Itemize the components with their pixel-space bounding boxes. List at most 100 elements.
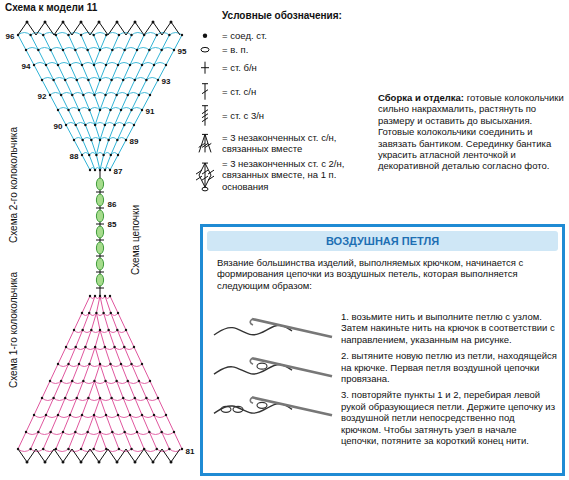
- legend-sample: [205, 134, 211, 152]
- slip-dot: [148, 49, 150, 51]
- slip-dot: [120, 363, 122, 365]
- loop: [221, 406, 231, 412]
- legend-text: = 3 незаконченных ст. с/н, связанных вме…: [222, 132, 372, 155]
- slip-dot: [76, 397, 78, 399]
- slip-dot: [181, 34, 183, 36]
- slip-dot: [94, 169, 96, 171]
- chain-oval: [96, 178, 103, 190]
- chain-arc: [106, 415, 118, 418]
- chain-arc: [94, 33, 107, 36]
- slip-dot: [123, 124, 125, 126]
- slip-dot: [93, 64, 95, 66]
- slip-dot: [67, 34, 69, 36]
- chain-arc: [66, 347, 76, 350]
- legend-sample: [202, 114, 208, 118]
- chain-arc: [88, 398, 100, 401]
- slip-dot: [149, 94, 151, 96]
- slip-dot: [165, 64, 167, 66]
- stitch-line: [83, 313, 90, 330]
- slip-dot: [57, 363, 59, 365]
- row-number: 89: [129, 138, 140, 146]
- chain-arc: [121, 364, 132, 367]
- chain-arc: [77, 398, 89, 401]
- chain-arc: [65, 78, 77, 81]
- slip-dot: [52, 397, 54, 399]
- chain-chart: [96, 170, 104, 296]
- chain-arc: [88, 48, 100, 51]
- note-heading: Сборка и отделка:: [378, 92, 464, 103]
- box-heading: ВОЗДУШНАЯ ПЕТЛЯ: [326, 235, 439, 247]
- stitch-line: [166, 50, 174, 65]
- slip-dot: [173, 431, 175, 433]
- slip-dot: [49, 49, 51, 51]
- slip-dot: [84, 124, 86, 126]
- slip-dot: [109, 295, 111, 297]
- stitch-line: [50, 95, 58, 110]
- chain-arc: [83, 330, 92, 333]
- step-text: 2. вытяните новую петлю из петли, находя…: [341, 350, 557, 384]
- row-number: 87: [113, 168, 124, 176]
- chain-arc: [94, 449, 107, 452]
- slip-dot: [149, 380, 151, 382]
- chain-arc: [46, 63, 58, 66]
- chain-arc: [46, 415, 58, 418]
- slip-dot: [125, 139, 127, 141]
- slip-dot: [102, 312, 104, 314]
- slip-dot: [90, 139, 92, 141]
- slip-dot: [160, 49, 162, 51]
- chain-arc: [117, 330, 126, 333]
- chain-arc: [94, 381, 105, 384]
- slip-dot: [110, 154, 112, 156]
- row-number: 81: [185, 448, 196, 456]
- chain-arc: [61, 381, 72, 384]
- chain-arc: [51, 48, 63, 51]
- slip-dot: [115, 380, 117, 382]
- slip-dot: [69, 64, 71, 66]
- slip-dot: [165, 414, 167, 416]
- slip-dot: [168, 34, 170, 36]
- chain-arc: [100, 48, 112, 51]
- slip-dot: [88, 312, 90, 314]
- slip-dot: [113, 124, 115, 126]
- slip-dot: [111, 431, 113, 433]
- chain-arc: [94, 63, 106, 66]
- slip-dot: [104, 380, 106, 382]
- chain-arc: [135, 398, 147, 401]
- slip-dot: [94, 124, 96, 126]
- chain-arc: [79, 108, 90, 111]
- info-box: ВОЗДУШНАЯ ПЕТЛЯВязание большинства издел…: [200, 224, 565, 476]
- slip-dot: [113, 346, 115, 348]
- slip-dot: [110, 397, 112, 399]
- slip-dot: [127, 94, 129, 96]
- slip-dot: [82, 380, 84, 382]
- slip-dot: [130, 34, 132, 36]
- chain-arc: [42, 78, 54, 81]
- bell-one-chart: [17, 295, 183, 464]
- slip-dot: [109, 363, 111, 365]
- slip-dot: [93, 414, 95, 416]
- legend-samples: [196, 33, 214, 190]
- slip-dot: [49, 380, 51, 382]
- slip-dot: [104, 295, 106, 297]
- chain-arc: [50, 381, 61, 384]
- slip-dot: [95, 312, 97, 314]
- stitch-line: [66, 330, 74, 347]
- slip-dot: [81, 329, 83, 331]
- slip-dot: [168, 448, 170, 450]
- slip-dot: [110, 312, 112, 314]
- loop: [257, 402, 267, 408]
- stitch-line: [158, 398, 166, 415]
- chain-arc: [135, 78, 147, 81]
- slip-dot: [71, 380, 73, 382]
- chain-arc: [124, 347, 134, 350]
- slip-dot: [57, 64, 59, 66]
- hook-tip: [250, 358, 253, 364]
- slip-dot: [141, 109, 143, 111]
- chain-tick: [96, 224, 104, 225]
- chain-arc: [95, 123, 105, 126]
- slip-dot: [75, 346, 77, 348]
- chain-tick: [96, 208, 104, 209]
- chain-arc: [106, 63, 118, 66]
- chain-arc: [112, 78, 124, 81]
- chain-arc: [38, 48, 50, 51]
